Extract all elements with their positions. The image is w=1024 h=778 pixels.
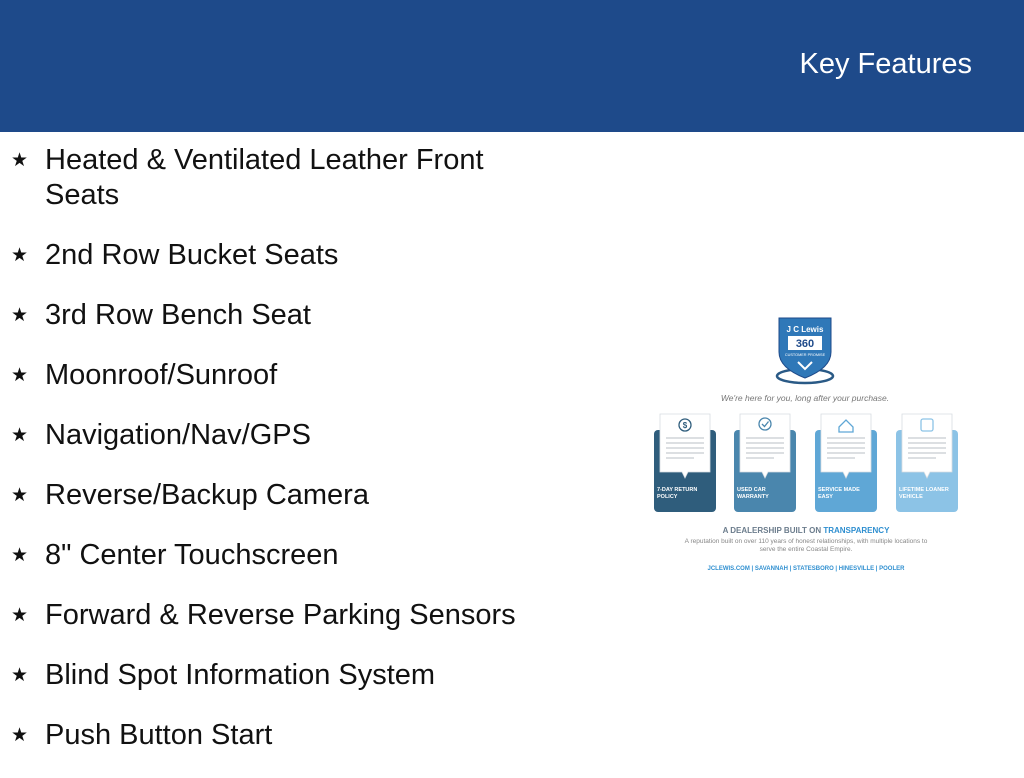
- promo-card: LIFETIME LOANER VEHICLE: [896, 413, 958, 512]
- star-icon: ★: [11, 605, 29, 626]
- feature-label: Forward & Reverse Parking Sensors: [45, 599, 516, 631]
- logo-text: J C Lewis: [787, 325, 824, 334]
- feature-item: ★ Push Button Start: [0, 718, 560, 753]
- promo-card: SERVICE MADE EASY: [815, 413, 877, 512]
- promo-card: $ 7-DAY RETURN POLICY: [654, 413, 716, 512]
- card-label: SERVICE MADE EASY: [818, 487, 860, 500]
- promo-tagline: We're here for you, long after your purc…: [721, 393, 889, 403]
- feature-label: 8" Center Touchscreen: [45, 539, 339, 571]
- star-icon: ★: [11, 365, 29, 386]
- star-icon: ★: [11, 665, 29, 686]
- star-icon: ★: [11, 545, 29, 566]
- promo-headline: A DEALERSHIP BUILT ON TRANSPARENCY: [648, 526, 964, 535]
- dollar-icon: [678, 418, 692, 432]
- feature-item: ★ 3rd Row Bench Seat: [0, 298, 560, 333]
- feature-item: ★ Moonroof/Sunroof: [0, 358, 560, 393]
- feature-item: ★ 8" Center Touchscreen: [0, 538, 560, 573]
- house-icon: [838, 419, 854, 433]
- feature-label: Navigation/Nav/GPS: [45, 419, 311, 451]
- headline-prefix: A DEALERSHIP BUILT ON: [722, 526, 824, 535]
- headline-highlight: TRANSPARENCY: [823, 526, 890, 535]
- promo-svg: J C Lewis 360 CUSTOMER PROMISE We're her…: [648, 317, 964, 572]
- feature-item: ★ Heated & Ventilated Leather Front Seats: [0, 143, 560, 213]
- card-label: 7-DAY RETURN POLICY: [657, 487, 698, 500]
- star-icon: ★: [11, 425, 29, 446]
- badge-number: 360: [796, 338, 814, 350]
- shield-logo: J C Lewis 360 CUSTOMER PROMISE: [775, 317, 835, 385]
- feature-label: Moonroof/Sunroof: [45, 359, 278, 391]
- feature-label: 2nd Row Bucket Seats: [45, 239, 339, 271]
- feature-label: Heated & Ventilated Leather Front Seats: [45, 144, 484, 211]
- header-banner: Key Features: [0, 0, 1024, 132]
- svg-text:$: $: [683, 421, 688, 430]
- feature-label: Blind Spot Information System: [45, 659, 436, 691]
- car-icon: [920, 418, 934, 432]
- feature-label: 3rd Row Bench Seat: [45, 299, 311, 331]
- feature-item: ★ Blind Spot Information System: [0, 658, 560, 693]
- page-title: Key Features: [799, 48, 972, 80]
- star-icon: ★: [11, 245, 29, 266]
- promo-card: USED CAR WARRANTY: [734, 413, 796, 512]
- promo-subtext: A reputation built on over 110 years of …: [684, 538, 928, 553]
- feature-item: ★ Forward & Reverse Parking Sensors: [0, 598, 560, 633]
- feature-item: ★ Reverse/Backup Camera: [0, 478, 560, 513]
- feature-label: Reverse/Backup Camera: [45, 479, 369, 511]
- feature-label: Push Button Start: [45, 719, 273, 751]
- feature-item: ★ Navigation/Nav/GPS: [0, 418, 560, 453]
- star-icon: ★: [11, 305, 29, 326]
- card-label: USED CAR WARRANTY: [737, 487, 769, 500]
- badge-caption: CUSTOMER PROMISE: [785, 353, 826, 357]
- star-icon: ★: [11, 150, 29, 171]
- badge-check-icon: [758, 417, 772, 431]
- star-icon: ★: [11, 725, 29, 746]
- card-label: LIFETIME LOANER VEHICLE: [899, 487, 949, 500]
- star-icon: ★: [11, 485, 29, 506]
- promo-footer: JCLEWIS.COM | SAVANNAH | STATESBORO | HI…: [708, 566, 906, 572]
- dealership-promo-graphic: J C Lewis 360 CUSTOMER PROMISE We're her…: [648, 312, 964, 578]
- feature-list: ★ Heated & Ventilated Leather Front Seats…: [0, 143, 560, 778]
- feature-item: ★ 2nd Row Bucket Seats: [0, 238, 560, 273]
